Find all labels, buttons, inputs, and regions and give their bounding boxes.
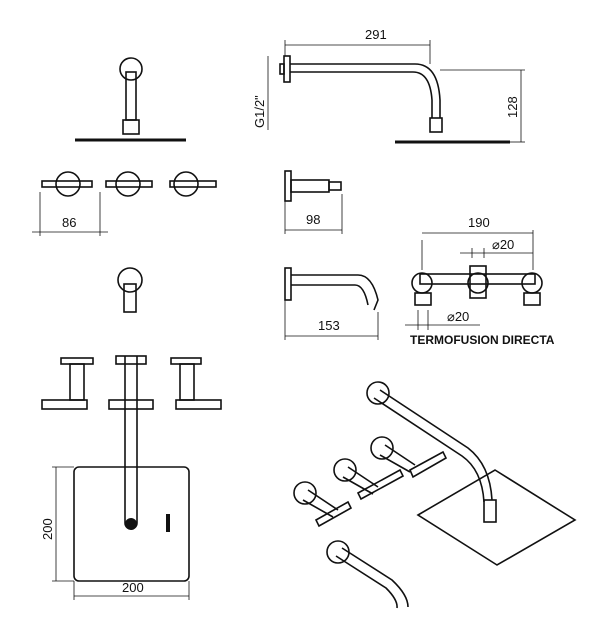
valve-handles-front: [41, 171, 217, 197]
termofusion-label: TERMOFUSION DIRECTA: [410, 333, 555, 347]
assembly-front-view: 200 200: [40, 355, 222, 600]
dim-86: 86: [32, 192, 108, 236]
shower-front-view: [75, 57, 186, 142]
shower-arm-side-view: 291 128 G1/2": [252, 27, 525, 144]
spout-side-view: 153: [284, 267, 379, 340]
dim-label-128: 128: [505, 96, 520, 118]
dim-label-190: 190: [468, 215, 490, 230]
dim-label-plate-height: 200: [40, 518, 55, 540]
rough-in-valve-body: 190 ⌀20 ⌀20 TERMOFUSION DIRECTA: [405, 215, 555, 347]
dim-label-291: 291: [365, 27, 387, 42]
spout-front-view: [117, 267, 143, 313]
dim-label-plate-width: 200: [122, 580, 144, 595]
dim-label-dia20-lower: ⌀20: [447, 309, 469, 324]
dim-label-153: 153: [318, 318, 340, 333]
dim-label-86: 86: [62, 215, 76, 230]
dim-label-thread: G1/2": [252, 95, 267, 128]
valve-side-view: 98: [284, 170, 343, 234]
isometric-view: [293, 381, 577, 609]
dim-label-98: 98: [306, 212, 320, 227]
dim-label-dia20-upper: ⌀20: [492, 237, 514, 252]
